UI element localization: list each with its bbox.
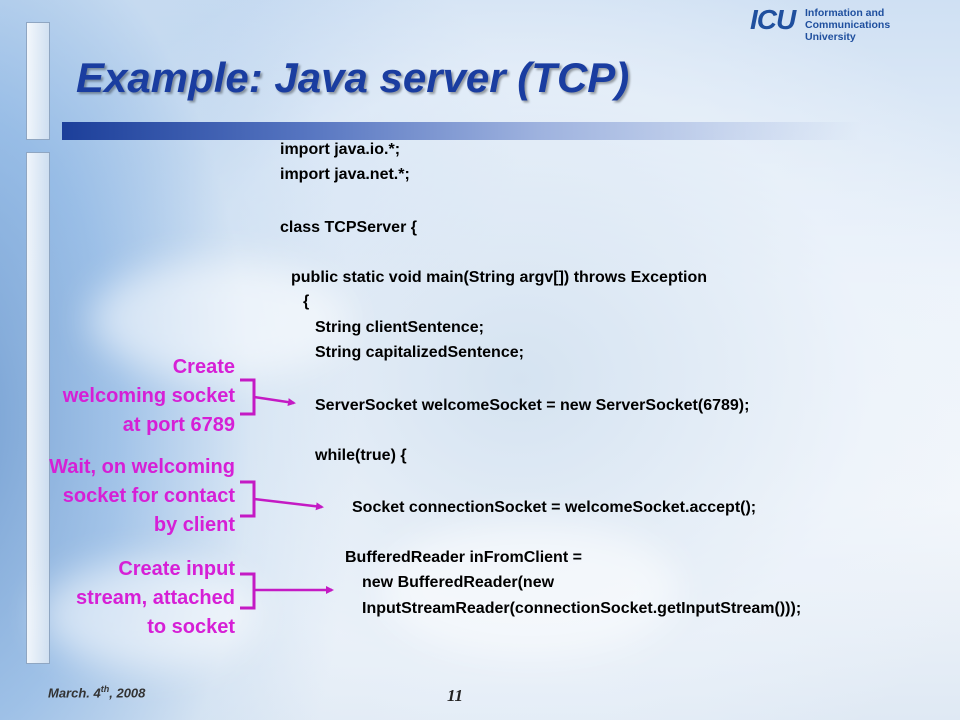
university-logo: ICU Information and Communications Unive… (750, 2, 955, 43)
annotation-line: Create (172, 356, 235, 378)
annotation-line: Create input (118, 558, 235, 580)
slide-title: Example: Java server (TCP) (76, 54, 630, 101)
annotation-line: by client (153, 514, 235, 536)
annotation-line: at port 6789 (122, 414, 235, 436)
code-line: String capitalizedSentence; (315, 344, 524, 361)
footer-date: March. 4th, 2008 (48, 684, 145, 700)
page-number: 11 (447, 686, 464, 705)
title-underline-bar (62, 122, 862, 140)
code-line: while(true) { (315, 447, 407, 464)
annotation-line: stream, attached (76, 587, 235, 609)
logo-line-2: University (805, 31, 856, 43)
bracket-arrow-1 (240, 378, 296, 416)
footer-date-sup: th (100, 684, 110, 694)
annotation-line: Wait, on welcoming (49, 456, 235, 478)
annotation-line: to socket (147, 616, 235, 638)
code-line: new BufferedReader(new (362, 574, 555, 591)
annotation-line: welcoming socket (62, 385, 235, 407)
bracket-arrow-3 (240, 572, 334, 610)
code-line: { (303, 293, 310, 310)
footer-date-main: March. 4 (48, 685, 101, 701)
code-line: public static void main(String argv[]) t… (291, 269, 708, 286)
code-line: InputStreamReader(connectionSocket.getIn… (362, 600, 802, 617)
logo-text: Information and Communications Universit… (805, 7, 955, 43)
annotation-wait-for-contact: Wait, on welcoming socket for contact by… (49, 453, 235, 540)
code-line: BufferedReader inFromClient = (345, 549, 582, 566)
decorative-vertical-bar-bottom (26, 152, 50, 664)
cloud-decoration (90, 260, 350, 380)
annotation-line: socket for contact (62, 485, 235, 507)
cloud-decoration (380, 520, 680, 660)
bracket-arrow-2 (240, 480, 324, 518)
footer-date-tail: , 2008 (109, 685, 146, 701)
cloud-decoration (40, 560, 260, 670)
annotation-create-input-stream: Create input stream, attached to socket (76, 555, 235, 642)
decorative-vertical-bar-top (26, 22, 50, 140)
code-line: String clientSentence; (315, 319, 484, 336)
code-line: import java.net.*; (280, 166, 410, 183)
code-line: ServerSocket welcomeSocket = new ServerS… (315, 397, 750, 414)
code-line: class TCPServer { (280, 219, 417, 236)
code-line: Socket connectionSocket = welcomeSocket.… (352, 499, 757, 516)
annotation-create-welcoming-socket: Create welcoming socket at port 6789 (63, 353, 235, 440)
logo-mark: ICU (750, 4, 796, 35)
code-line: import java.io.*; (280, 141, 401, 158)
logo-line-1: Information and Communications (805, 7, 891, 31)
